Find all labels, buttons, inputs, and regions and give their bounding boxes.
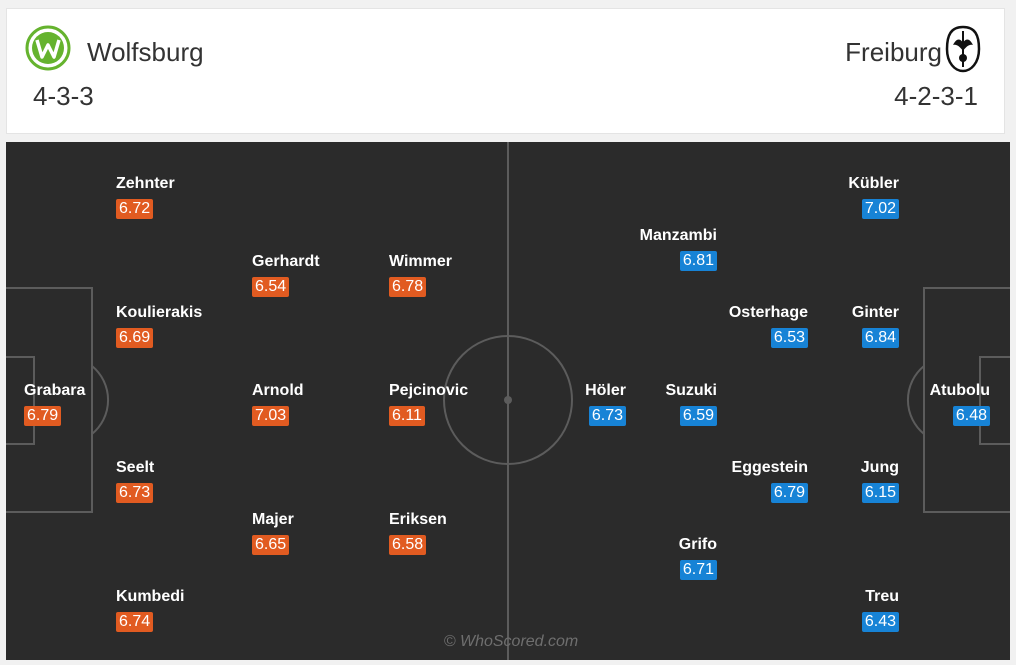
player-kumbedi[interactable]: Kumbedi 6.74: [116, 588, 216, 632]
player-majer[interactable]: Majer 6.65: [252, 511, 352, 555]
player-jung[interactable]: Jung 6.15: [799, 459, 899, 503]
player-name: Pejcinovic: [389, 382, 469, 399]
pitch-markings: [6, 142, 1010, 660]
player-suzuki[interactable]: Suzuki 6.59: [617, 382, 717, 426]
player-eggestein[interactable]: Eggestein 6.79: [708, 459, 808, 503]
player-rating: 6.79: [24, 406, 62, 426]
player-eriksen[interactable]: Eriksen 6.58: [389, 511, 489, 555]
player-name: Suzuki: [665, 382, 717, 399]
freiburg-crest-icon[interactable]: [945, 25, 981, 73]
player-rating: 6.73: [116, 483, 154, 503]
player-name: Wimmer: [389, 253, 452, 270]
player-name: Osterhage: [728, 304, 808, 321]
player-rating: 6.73: [588, 406, 626, 426]
match-header: Wolfsburg 4-3-3 Freiburg 4-2-3-1: [6, 8, 1005, 134]
player-pejcinovic[interactable]: Pejcinovic 6.11: [389, 382, 489, 426]
player-holer[interactable]: Höler 6.73: [526, 382, 626, 426]
away-team-name[interactable]: Freiburg: [845, 37, 942, 67]
player-name: Ginter: [851, 304, 899, 321]
player-rating: 6.71: [679, 560, 717, 580]
player-rating: 6.65: [252, 535, 290, 555]
player-rating: 6.78: [389, 277, 427, 297]
player-name: Atubolu: [929, 382, 990, 399]
player-rating: 6.58: [389, 535, 427, 555]
player-grabara[interactable]: Grabara 6.79: [24, 382, 124, 426]
player-name: Eriksen: [389, 511, 447, 528]
player-name: Arnold: [252, 382, 304, 399]
player-seelt[interactable]: Seelt 6.73: [116, 459, 216, 503]
player-name: Grifo: [678, 536, 717, 553]
player-name: Grabara: [24, 382, 86, 399]
player-kubler[interactable]: Kübler 7.02: [799, 175, 899, 219]
player-name: Zehnter: [116, 175, 175, 192]
player-name: Manzambi: [639, 227, 717, 244]
watermark: © WhoScored.com: [443, 633, 579, 650]
player-rating: 6.54: [252, 277, 290, 297]
player-rating: 6.84: [861, 328, 899, 348]
away-formation: 4-2-3-1: [894, 81, 978, 111]
home-team-name[interactable]: Wolfsburg: [87, 37, 204, 67]
player-wimmer[interactable]: Wimmer 6.78: [389, 253, 489, 297]
player-name: Gerhardt: [252, 253, 320, 270]
wolfsburg-crest-icon[interactable]: [25, 25, 71, 71]
player-rating: 7.03: [252, 406, 290, 426]
player-zehnter[interactable]: Zehnter 6.72: [116, 175, 216, 219]
player-rating: 6.59: [679, 406, 717, 426]
player-name: Eggestein: [731, 459, 808, 476]
home-formation: 4-3-3: [33, 81, 94, 111]
player-osterhage[interactable]: Osterhage 6.53: [708, 304, 808, 348]
player-rating: 6.72: [116, 199, 154, 219]
player-name: Höler: [585, 382, 626, 399]
player-name: Koulierakis: [116, 304, 203, 321]
player-name: Jung: [860, 459, 899, 476]
player-ginter[interactable]: Ginter 6.84: [799, 304, 899, 348]
pitch: Zehnter 6.72 Gerhardt 6.54 Wimmer 6.78 K…: [6, 142, 1010, 660]
player-rating: 6.43: [861, 612, 899, 632]
player-name: Seelt: [116, 459, 155, 476]
player-arnold[interactable]: Arnold 7.03: [252, 382, 352, 426]
player-koulierakis[interactable]: Koulierakis 6.69: [116, 304, 216, 348]
player-grifo[interactable]: Grifo 6.71: [617, 536, 717, 580]
player-rating: 6.15: [861, 483, 899, 503]
player-name: Treu: [865, 588, 899, 605]
player-rating: 6.81: [679, 251, 717, 271]
player-name: Kübler: [848, 175, 899, 192]
player-rating: 6.53: [770, 328, 808, 348]
player-rating: 6.79: [770, 483, 808, 503]
player-rating: 6.69: [116, 328, 154, 348]
player-name: Kumbedi: [116, 588, 185, 605]
player-treu[interactable]: Treu 6.43: [799, 588, 899, 632]
player-name: Majer: [252, 511, 294, 528]
player-rating: 6.74: [116, 612, 154, 632]
player-rating: 7.02: [861, 199, 899, 219]
player-manzambi[interactable]: Manzambi 6.81: [617, 227, 717, 271]
player-rating: 6.11: [389, 406, 425, 426]
player-rating: 6.48: [952, 406, 990, 426]
player-atubolu[interactable]: Atubolu 6.48: [890, 382, 990, 426]
player-gerhardt[interactable]: Gerhardt 6.54: [252, 253, 352, 297]
